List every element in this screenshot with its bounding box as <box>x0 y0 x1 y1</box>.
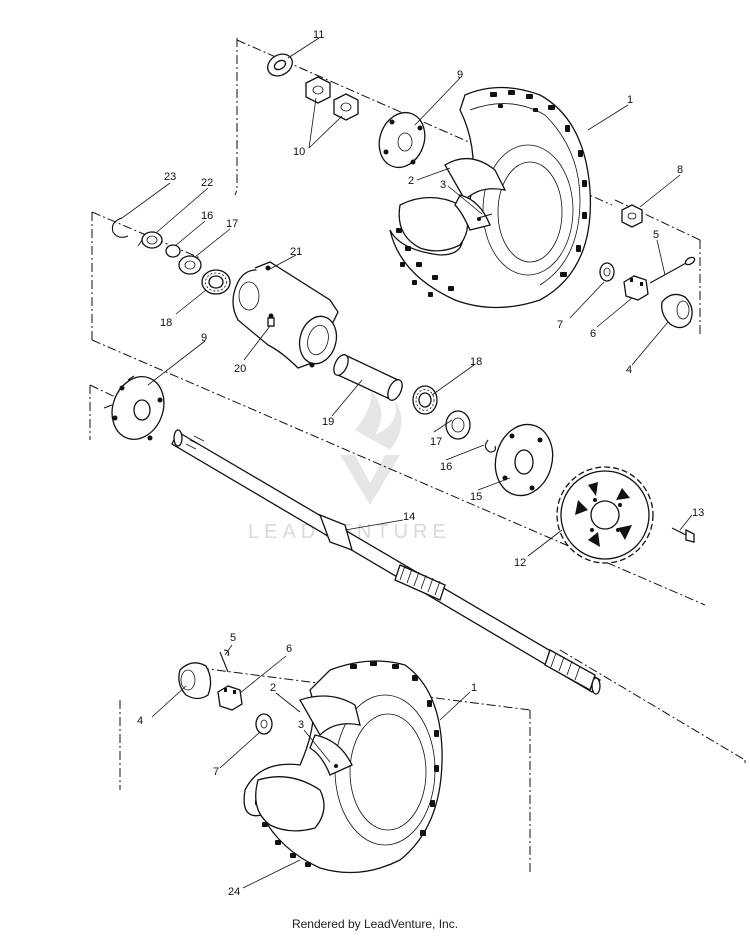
callout-1-bottom: 1 <box>471 682 477 694</box>
callout-17-right: 17 <box>430 436 442 448</box>
lug-nuts-top <box>305 76 359 121</box>
callout-12: 12 <box>514 557 526 569</box>
callout-16-top: 16 <box>201 210 213 222</box>
callout-7-top: 7 <box>557 319 563 331</box>
washer-bottom <box>255 713 273 735</box>
snap-ring <box>111 217 129 238</box>
o-ring-right <box>484 439 496 453</box>
callout-7-bottom: 7 <box>213 766 219 778</box>
axle-nut-top <box>621 204 643 228</box>
callout-17-top: 17 <box>226 218 238 230</box>
sprocket-bolt <box>671 527 695 543</box>
axle-housing-group <box>111 217 496 453</box>
callout-21: 21 <box>290 246 302 258</box>
callout-18-right: 18 <box>470 356 482 368</box>
callout-24: 24 <box>228 886 240 898</box>
callout-3-bottom: 3 <box>298 719 304 731</box>
bearing-right <box>412 385 438 415</box>
callout-20: 20 <box>234 363 246 375</box>
shaft-group <box>103 375 695 695</box>
axle-housing <box>232 261 339 369</box>
hub-flange-left <box>103 375 165 441</box>
callout-5-bottom: 5 <box>230 632 236 644</box>
o-ring-left <box>165 244 181 258</box>
castle-nut-group-top <box>599 256 696 329</box>
callout-4-top: 4 <box>626 364 632 376</box>
callout-16-right: 16 <box>440 461 452 473</box>
callout-2-top: 2 <box>408 175 414 187</box>
spacer-tube <box>333 354 403 401</box>
grease-fitting <box>267 313 275 327</box>
tire-bottom <box>243 660 443 874</box>
callout-10: 10 <box>293 146 305 158</box>
callout-22: 22 <box>201 177 213 189</box>
callout-3-top: 3 <box>440 179 446 191</box>
hub-flange-top <box>378 111 426 169</box>
drive-sprocket <box>556 466 654 564</box>
cotter-pin-bottom <box>219 649 230 673</box>
leader-lines <box>121 37 693 889</box>
callout-14: 14 <box>403 511 415 523</box>
seal-left <box>178 255 202 275</box>
bottom-wheel-assembly <box>178 649 443 874</box>
seal-right <box>445 410 471 440</box>
callout-6-top: 6 <box>590 328 596 340</box>
callout-15: 15 <box>470 491 482 503</box>
top-wheel-assembly <box>267 53 696 329</box>
washer-top <box>267 53 293 77</box>
callout-4-bottom: 4 <box>137 715 143 727</box>
callout-19: 19 <box>322 416 334 428</box>
sprocket-hub <box>494 423 554 497</box>
tire-top <box>389 86 592 309</box>
callout-18-left: 18 <box>160 317 172 329</box>
callout-1-top: 1 <box>627 94 633 106</box>
castle-nut-bottom <box>217 685 243 711</box>
callout-2-bottom: 2 <box>270 682 276 694</box>
callout-11: 11 <box>313 29 324 41</box>
bushing <box>137 231 163 249</box>
footer-credit: Rendered by LeadVenture, Inc. <box>291 917 459 931</box>
callout-8: 8 <box>677 164 683 176</box>
axle-cap-bottom <box>178 662 212 700</box>
callout-13: 13 <box>692 507 704 519</box>
callout-23: 23 <box>164 171 176 183</box>
callout-9-top: 9 <box>457 69 463 81</box>
callout-6-bottom: 6 <box>286 643 292 655</box>
bearing-left <box>201 269 231 295</box>
rear-axle-shaft <box>171 429 601 695</box>
callout-numbers: 11 9 1 10 2 3 8 23 22 16 17 5 21 18 7 6 … <box>137 29 704 898</box>
callout-5-top: 5 <box>653 229 659 241</box>
callout-9-left: 9 <box>201 332 207 344</box>
